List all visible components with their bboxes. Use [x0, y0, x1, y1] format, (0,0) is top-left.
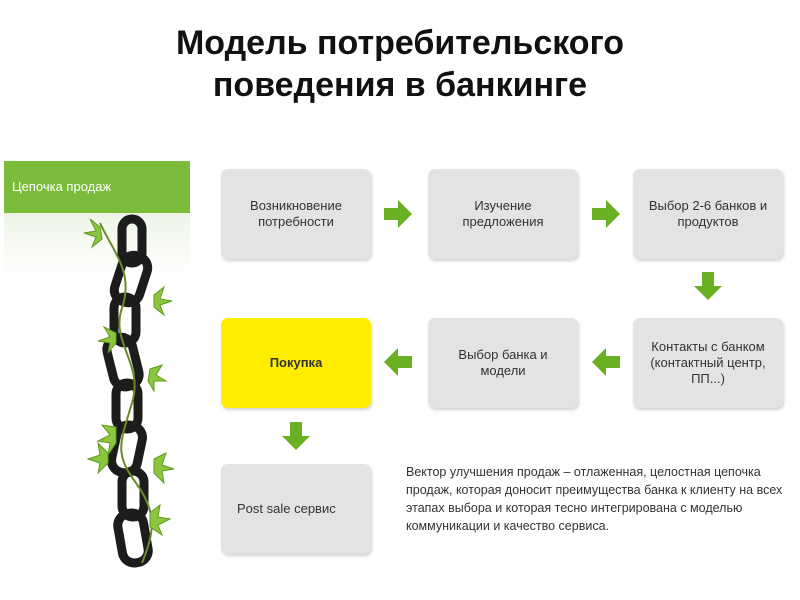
sales-chain-header: Цепочка продаж — [4, 161, 190, 213]
arrow-right-icon — [384, 200, 412, 228]
step-contact-bank: Контакты с банком (контактный центр, ПП.… — [633, 318, 783, 408]
arrow-left-icon — [592, 348, 620, 376]
step-choose-bank-model: Выбор банка и модели — [428, 318, 578, 408]
step-post-sale-service: Post sale сервис — [221, 464, 371, 554]
step-choose-banks: Выбор 2-6 банков и продуктов — [633, 169, 783, 259]
arrow-left-icon — [384, 348, 412, 376]
page-title: Модель потребительского поведения в банк… — [0, 22, 800, 106]
step-need-arises: Возникновение потребности — [221, 169, 371, 259]
step-label: Покупка — [269, 355, 323, 370]
chain-with-ivy-illustration — [83, 214, 175, 568]
step-label: Выбор банка и модели — [458, 347, 548, 378]
sales-improvement-note: Вектор улучшения продаж – отлаженная, це… — [406, 465, 783, 533]
arrow-down-icon — [282, 422, 310, 450]
step-label: Post sale сервис — [237, 501, 336, 516]
arrow-right-icon — [592, 200, 620, 228]
step-study-offer: Изучение предложения — [428, 169, 578, 259]
sales-chain-panel: Цепочка продаж — [4, 161, 190, 569]
step-label: Контакты с банком (контактный центр, ПП.… — [650, 339, 766, 386]
step-label: Выбор 2-6 банков и продуктов — [648, 198, 768, 229]
arrow-down-icon — [694, 272, 722, 300]
title-line-1: Модель потребительского — [175, 24, 625, 62]
step-label: Изучение предложения — [462, 198, 544, 229]
title-line-2: поведения в банкинге — [212, 66, 588, 104]
step-label: Возникновение потребности — [250, 198, 342, 229]
step-purchase: Покупка — [221, 318, 371, 408]
